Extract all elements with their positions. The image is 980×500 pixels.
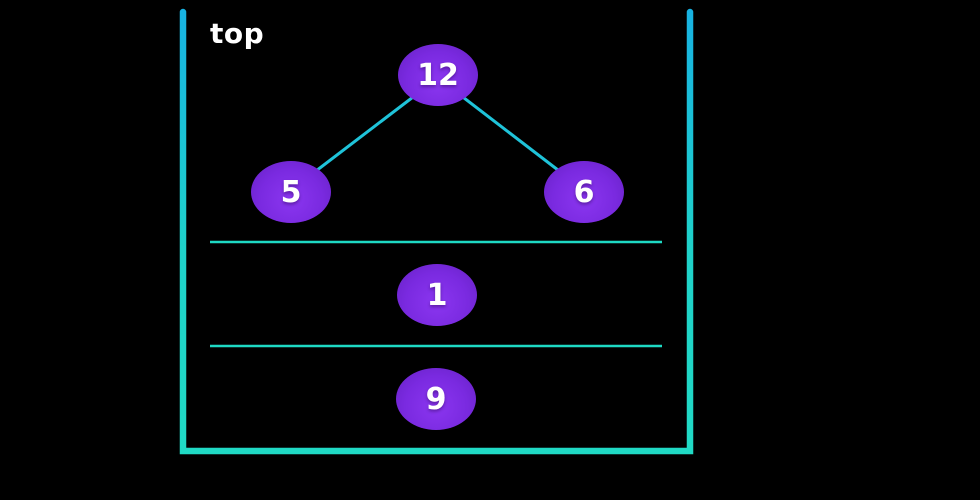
stack-element-node-bottom: 9 xyxy=(396,368,476,430)
tree-left-child-node: 5 xyxy=(251,161,331,223)
stack-element-node-middle: 1 xyxy=(397,264,477,326)
stack-top-label: top xyxy=(210,17,265,50)
tree-right-child-node: 6 xyxy=(544,161,624,223)
stack-container-frame xyxy=(179,8,694,455)
tree-root-node: 12 xyxy=(398,44,478,106)
